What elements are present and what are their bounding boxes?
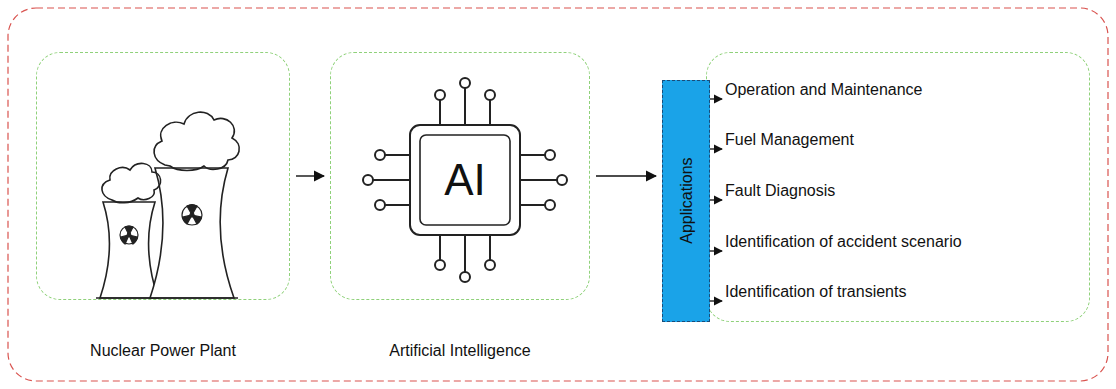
list-arrows — [710, 99, 722, 301]
plant-box: Nuclear Power Plant — [36, 52, 290, 300]
chip-label: AI — [444, 154, 486, 207]
applications-bar: Applications — [662, 80, 710, 322]
application-item: Identification of transients — [725, 282, 906, 301]
radiation-symbol — [120, 205, 202, 244]
ai-chip — [363, 78, 567, 282]
application-item: Fault Diagnosis — [725, 181, 835, 200]
flow-arrow — [596, 175, 656, 176]
application-item: Identification of accident scenario — [725, 232, 962, 251]
bar-label: Applications — [676, 158, 695, 244]
application-item: Operation and Maintenance — [725, 80, 922, 99]
applications-list: Operation and MaintenanceFuel Management… — [706, 52, 1090, 322]
cooling-towers — [96, 112, 239, 298]
node-caption: Artificial Intelligence — [389, 341, 530, 360]
flow-arrow — [296, 175, 324, 176]
outer-frame — [8, 8, 1108, 381]
node-caption: Nuclear Power Plant — [90, 341, 236, 360]
application-item: Fuel Management — [725, 130, 854, 149]
